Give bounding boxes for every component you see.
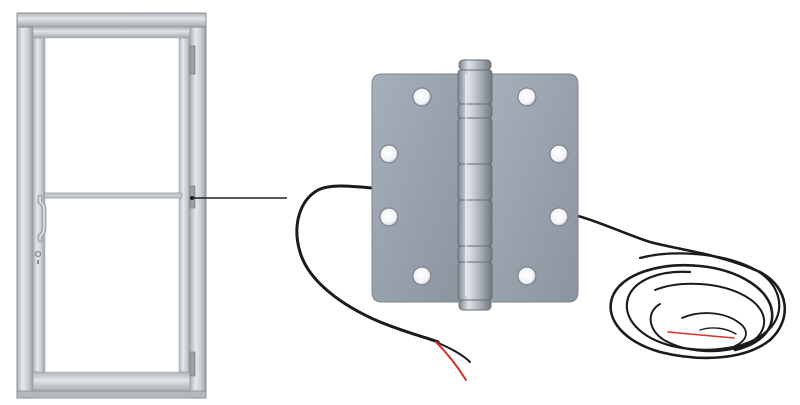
door-leaf-bottom-rail [32, 371, 191, 393]
hinge-leaf-left [371, 73, 463, 303]
door-frame-left-jamb [16, 12, 34, 399]
door-frame-header [16, 12, 207, 28]
door-threshold [16, 390, 207, 399]
aluminum-storefront-door [16, 12, 207, 399]
door-hinge-top [189, 45, 196, 75]
door-hinge-bottom [189, 351, 196, 377]
hinge-leaf-right [489, 73, 579, 303]
door-push-bar [43, 192, 183, 199]
hinge-wire-coil [576, 214, 786, 360]
hinge-screw-holes-right [517, 87, 569, 286]
hinge-screw-holes-left [379, 87, 432, 286]
hinge-wire-left [295, 184, 471, 381]
coil-wire-red-end [667, 331, 735, 339]
door-leaf-stile-right [178, 26, 191, 392]
door-glass-panel [44, 37, 180, 373]
door-lock-cylinder [35, 250, 42, 257]
hinge-callout-dot [190, 196, 194, 200]
door-leaf-top-rail [32, 26, 191, 39]
hinge-barrel [457, 59, 493, 311]
electrified-butt-hinge [371, 59, 579, 311]
wire-lead-red [435, 341, 467, 381]
wire-lead-black [435, 341, 471, 363]
